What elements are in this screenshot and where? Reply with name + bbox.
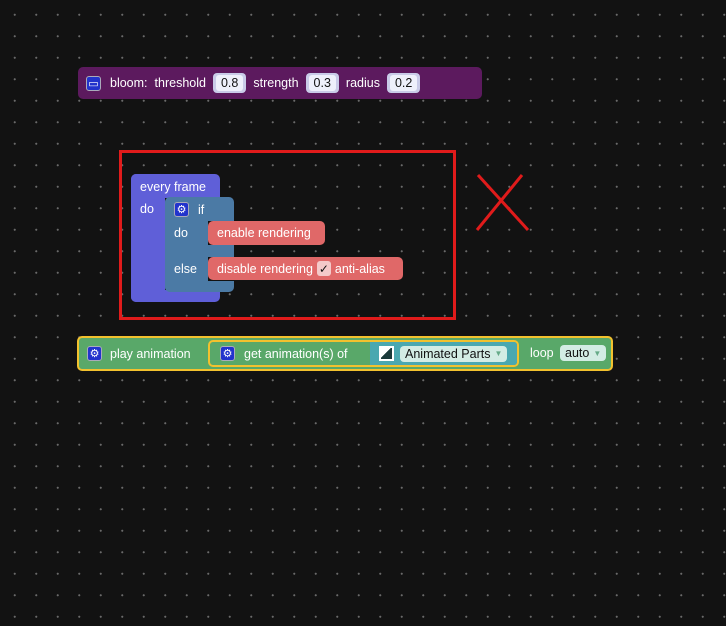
camera-icon: ▭ [86, 75, 101, 91]
highlight-box [119, 150, 456, 320]
loop-dropdown[interactable]: auto▼ [560, 345, 607, 361]
every-frame-do-label: do [140, 202, 154, 216]
every-frame-label: every frame [140, 180, 206, 194]
anti-alias-label: anti-alias [334, 261, 385, 276]
threshold-label: threshold [154, 76, 206, 90]
if-else-label: else [174, 262, 197, 276]
radius-value[interactable]: 0.2 [389, 75, 418, 91]
gear-icon[interactable]: ⚙ [174, 202, 189, 217]
gear-icon[interactable]: ⚙ [87, 346, 102, 361]
chevron-down-icon: ▼ [494, 349, 503, 358]
if-label: if [198, 203, 205, 217]
animated-parts-dropdown[interactable]: Animated Parts▼ [400, 345, 508, 362]
loop-label: loop [530, 346, 554, 360]
chevron-down-icon: ▼ [593, 348, 602, 358]
cross-mark-icon [475, 173, 530, 232]
bloom-label: bloom: [110, 76, 148, 90]
every-frame-block[interactable]: every frame do [131, 174, 220, 302]
loop-value: auto [565, 346, 590, 360]
disable-rendering-block[interactable]: disable rendering ✓ anti-alias [208, 257, 403, 280]
anti-alias-checkbox[interactable]: ✓ [316, 261, 331, 276]
radius-label: radius [345, 76, 380, 90]
part-icon [379, 346, 394, 361]
gear-icon[interactable]: ⚙ [220, 346, 235, 361]
strength-label: strength [253, 76, 299, 90]
get-animations-label: get animation(s) of [244, 346, 348, 361]
animated-parts-value: Animated Parts [405, 346, 491, 361]
threshold-value[interactable]: 0.8 [215, 75, 244, 91]
bloom-block[interactable]: ▭ bloom: threshold 0.8 strength 0.3 radi… [78, 67, 482, 99]
animated-parts-block[interactable]: Animated Parts▼ [370, 342, 517, 365]
if-do-label: do [174, 226, 188, 240]
play-animation-label: play animation [110, 346, 191, 361]
disable-rendering-label: disable rendering [217, 261, 313, 276]
strength-field[interactable]: 0.3 [305, 73, 339, 93]
enable-rendering-label: enable rendering [217, 226, 311, 240]
threshold-field[interactable]: 0.8 [212, 73, 247, 93]
if-block[interactable]: ⚙ if do else [165, 197, 234, 292]
enable-rendering-block[interactable]: enable rendering [208, 221, 325, 245]
radius-field[interactable]: 0.2 [386, 73, 421, 93]
strength-value[interactable]: 0.3 [308, 75, 336, 91]
